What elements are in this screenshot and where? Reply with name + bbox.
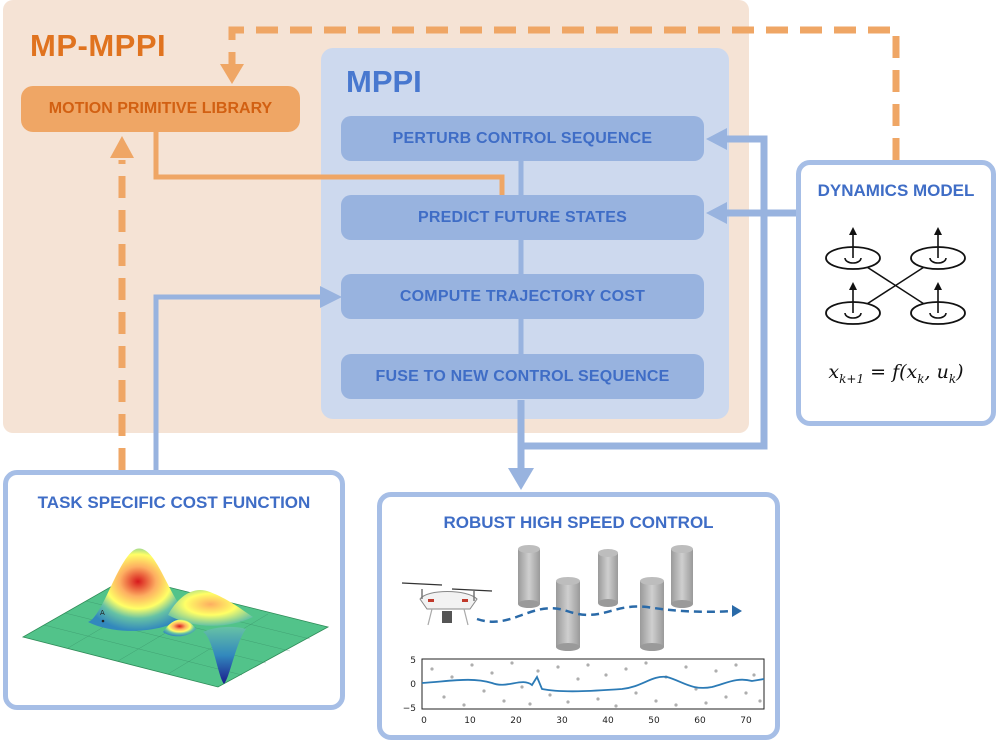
robust-control-panel: ROBUST HIGH SPEED CONTROL <box>377 492 780 740</box>
quadrotor-diagram-icon <box>825 227 966 325</box>
x-tick: 50 <box>648 716 660 726</box>
trajectory-line <box>421 675 765 693</box>
drone-obstacle-scene <box>401 545 742 651</box>
x-tick: 30 <box>556 716 568 726</box>
task-cost-panel: TASK SPECIFIC COST FUNCTION <box>3 470 345 710</box>
x-tick: 0 <box>421 716 427 726</box>
x-tick: 70 <box>740 716 752 726</box>
x-tick: 20 <box>510 716 522 726</box>
y-tick: 0 <box>410 680 416 690</box>
x-tick: 40 <box>602 716 614 726</box>
cost-surface-plot: A <box>21 548 330 688</box>
cylinder-obstacles <box>518 545 693 651</box>
flight-path <box>476 605 733 623</box>
dynamics-to-library-dashed-line <box>228 26 900 160</box>
cost-to-compute-line <box>153 294 323 470</box>
perturb-arrowhead <box>706 128 727 150</box>
x-tick: 10 <box>464 716 476 726</box>
output-arrowhead <box>508 468 534 490</box>
library-arrowhead <box>110 136 134 158</box>
library-top-arrowhead <box>220 64 244 84</box>
step-fuse-control-sequence: FUSE TO NEW CONTROL SEQUENCE <box>341 354 704 399</box>
y-tick: 5 <box>410 656 416 666</box>
step-perturb-control-sequence: PERTURB CONTROL SEQUENCE <box>341 116 704 161</box>
dynamics-model-title: DYNAMICS MODEL <box>817 181 975 200</box>
dynamics-to-control-line <box>521 213 768 450</box>
task-cost-title: TASK SPECIFIC COST FUNCTION <box>37 493 311 512</box>
dynamics-equation: xk+1 = f(xk, uk) <box>828 361 964 386</box>
scatter-points <box>430 661 762 708</box>
mp-mppi-title: MP-MPPI <box>30 28 167 63</box>
svg-text:A: A <box>100 609 105 617</box>
drone-icon <box>401 582 493 626</box>
predict-arrowhead <box>706 202 727 224</box>
trajectory-plot: 5 0 −5 0 10 20 30 40 50 60 70 <box>403 656 765 726</box>
dynamics-to-perturb-line <box>724 135 798 217</box>
y-tick: −5 <box>403 704 416 714</box>
robust-control-title: ROBUST HIGH SPEED CONTROL <box>443 513 714 532</box>
dynamics-model-panel: DYNAMICS MODEL xk+1 = f(xk, uk) <box>796 160 996 426</box>
mpl-to-predict-line <box>153 132 505 196</box>
step-predict-future-states: PREDICT FUTURE STATES <box>341 195 704 240</box>
compute-arrowhead <box>320 286 342 308</box>
x-tick: 60 <box>694 716 706 726</box>
mppi-title: MPPI <box>346 64 422 99</box>
motion-primitive-library-box: MOTION PRIMITIVE LIBRARY <box>21 86 300 132</box>
step-compute-trajectory-cost: COMPUTE TRAJECTORY COST <box>341 274 704 319</box>
